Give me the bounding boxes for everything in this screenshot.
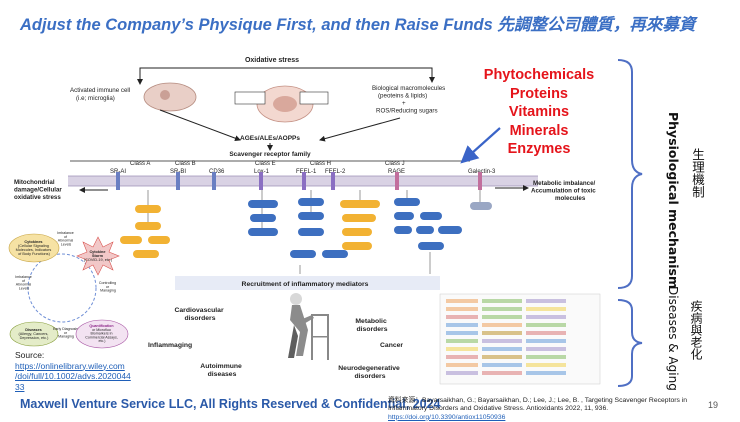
disease-metabolic: Metabolic disorders	[355, 318, 388, 333]
cytokines-node	[8, 233, 60, 263]
highlight-vitamins: Vitamins	[508, 104, 570, 120]
diseases-bracket	[617, 299, 643, 387]
source-link[interactable]: https://onlinelibrary.wiley.com /doi/ful…	[15, 361, 131, 392]
receptor-feel2: FEEL-2	[325, 169, 346, 175]
disease-cancer: Cancer	[380, 342, 403, 349]
biological-macromolecules-label: Biological macromolecules (peoteins & li…	[372, 85, 447, 115]
immune-cell-nucleus	[160, 90, 170, 100]
receptor-glyph	[176, 172, 180, 190]
receptor-glyph	[331, 172, 335, 190]
cytokine-storm-label: Cytokine Storm (COVID-19, etc.)	[84, 250, 113, 262]
immune-cell-label: Activated immune cell (i.e; microglia)	[70, 87, 132, 102]
highlight-arrow	[460, 127, 501, 164]
highlight-enzymes: Enzymes	[507, 141, 571, 157]
source-block: Source: https://onlinelibrary.wiley.com …	[15, 350, 131, 392]
source-link-line: /doi/full/10.1002/advs.2020044	[15, 371, 131, 381]
disease-inflammaging: Inflammaging	[148, 342, 192, 349]
macromolecule-box-2	[299, 91, 329, 105]
mitochondrial-damage-label: Mitochondrial damage/Cellular oxidative …	[14, 179, 64, 201]
protein-core	[273, 96, 297, 112]
receptor-glyph	[212, 172, 216, 190]
early-diagnosis-label: Early Diagnosis or Managing	[53, 327, 79, 339]
signaling-pathways	[120, 198, 492, 258]
source-link-line: 33	[15, 381, 25, 392]
class-b-label: Class B	[175, 161, 196, 167]
source-label: Source:	[15, 350, 45, 360]
nutrient-highlights: Phytochemicals Proteins Vitamins Mineral…	[476, 66, 602, 159]
imbalance-top-label: Imbalance of Abnormal Levels	[57, 231, 75, 246]
recruitment-band	[175, 276, 440, 290]
reference-link[interactable]: https://doi.org/10.3390/antiox11050936	[388, 413, 506, 421]
physiological-mechanism-label: Physiological mechanism	[666, 112, 681, 290]
class-h-label: Class H	[310, 161, 331, 167]
highlight-proteins: Proteins	[509, 85, 568, 102]
scavenger-receptor-diagram: Oxidative stress Activated immune cell (…	[8, 57, 601, 385]
physiological-bracket	[617, 59, 643, 289]
macro-to-ages-arrow	[319, 117, 401, 142]
oxidative-stress-label: Oxidative stress	[245, 57, 299, 64]
pathway-connectors	[147, 190, 481, 274]
immune-to-ages-arrow	[159, 109, 241, 142]
metabolic-imbalance-label: Metabolic imbalance/ Accumulation of tox…	[531, 180, 597, 202]
top-flow-line	[139, 67, 435, 83]
receptor-galectin3: Galectin-3	[468, 169, 496, 175]
diseases-aging-label: Diseases & Aging	[666, 286, 680, 391]
receptor-glyph	[116, 172, 120, 190]
class-e-label: Class E	[255, 161, 276, 167]
cytokine-cycle-ring	[27, 253, 97, 323]
ages-label: AGEs/ALEs/AOPPs	[240, 135, 300, 142]
controlling-label: Controlling or Managing	[99, 281, 117, 293]
receptor-glyph	[395, 172, 399, 190]
slide-title: Adjust the Company’s Physique First, and…	[20, 16, 696, 34]
disease-cardiovascular: Cardiovascular disorders	[174, 307, 225, 322]
disease-autoimmune: Autoimmune diseases	[200, 363, 243, 378]
class-a-label: Class A	[130, 161, 150, 167]
macromolecule-box	[234, 91, 266, 105]
diseases-node-label: Diseases (Allergy, Cancers, Depression, …	[19, 328, 50, 340]
recruitment-label: Recruitment of inflammatory mediators	[242, 281, 369, 288]
reference-block: 資料來源：Bayarsaikhan, G.; Bayarsaikhan, D.;…	[388, 397, 698, 422]
disease-neurodegenerative: Neurodegenerative disorders	[338, 365, 401, 380]
page-number: 19	[708, 400, 719, 410]
cytokines-label: Cytokines (Cellular Signaling Molecules,…	[16, 240, 53, 256]
quantification-node	[75, 319, 129, 349]
diseases-node	[9, 321, 59, 347]
receptor-cd36: CD36	[209, 169, 225, 175]
quantification-label: Quantification or Microfluo Biomarkers i…	[85, 324, 119, 343]
physiological-mechanism-zh-label: 生理機制	[690, 148, 705, 198]
diseases-aging-zh-label: 疾病與老化	[689, 300, 703, 360]
receptor-feel1: FEEL-1	[296, 169, 317, 175]
reference-text: 資料來源：Bayarsaikhan, G.; Bayarsaikhan, D.;…	[388, 397, 688, 413]
highlight-phytochemicals: Phytochemicals	[483, 67, 595, 83]
receptor-glyph	[259, 172, 263, 190]
receptor-glyph	[302, 172, 306, 190]
footer-copyright: Maxwell Venture Service LLC, All Rights …	[20, 397, 441, 411]
highlight-minerals: Minerals	[509, 122, 569, 139]
receptor-glyph	[478, 172, 482, 190]
intrabalance-label: Imbalance of Abnormal Levels	[15, 275, 33, 290]
source-link-line: https://onlinelibrary.wiley.com	[15, 360, 125, 371]
class-j-label: Class J	[385, 161, 405, 167]
cytokine-storm-star	[76, 236, 120, 276]
scavenger-family-label: Scavenger receptor family	[229, 151, 311, 158]
legend-table	[439, 293, 601, 385]
immune-cell-shape	[143, 82, 197, 112]
elderly-person-illustration	[288, 293, 329, 360]
